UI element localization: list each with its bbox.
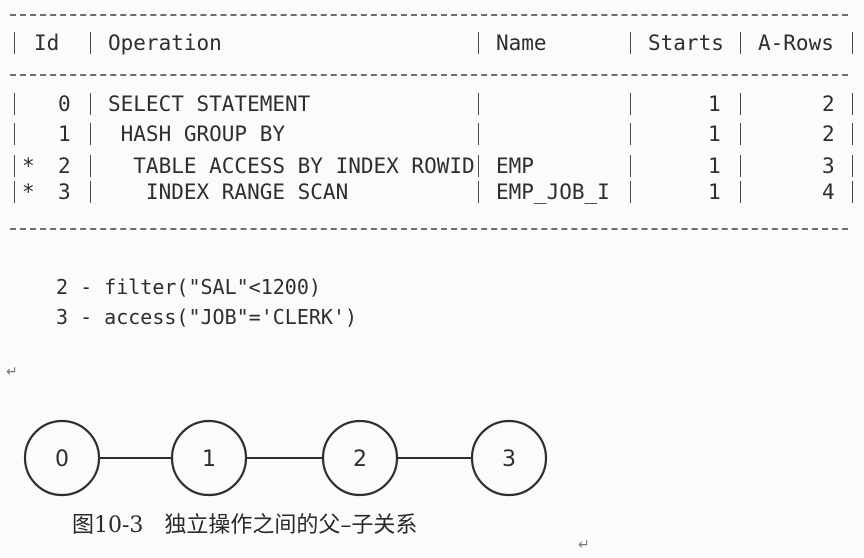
column-separator xyxy=(740,123,741,145)
column-separator xyxy=(740,155,741,177)
column-separator xyxy=(740,32,741,54)
column-separator xyxy=(852,155,853,177)
column-separator xyxy=(630,93,631,115)
header-starts: Starts xyxy=(648,31,724,55)
row-starts: 1 xyxy=(708,122,721,146)
column-separator xyxy=(14,181,15,203)
row-id: 2 xyxy=(58,154,71,178)
column-separator xyxy=(852,181,853,203)
row-operation: INDEX RANGE SCAN xyxy=(108,180,349,204)
row-arows: 2 xyxy=(822,122,835,146)
column-separator xyxy=(852,93,853,115)
figure-caption: 图10-3 独立操作之间的父–子关系 xyxy=(72,513,418,538)
node-0-label: 0 xyxy=(55,447,69,472)
column-separator xyxy=(90,93,91,115)
row-starts: 1 xyxy=(708,154,721,178)
table-row: 0 SELECT STATEMENT 1 2 xyxy=(0,91,864,117)
column-separator xyxy=(852,32,853,54)
column-separator xyxy=(630,32,631,54)
row-id: 1 xyxy=(58,122,71,146)
table-row: * 2 TABLE ACCESS BY INDEX ROWID EMP 1 3 xyxy=(0,153,864,179)
node-3-label: 3 xyxy=(502,447,516,472)
column-separator xyxy=(630,155,631,177)
column-separator xyxy=(90,181,91,203)
row-arows: 2 xyxy=(822,92,835,116)
column-separator xyxy=(478,32,479,54)
table-header-row: Id Operation Name Starts A-Rows xyxy=(0,30,864,56)
column-separator xyxy=(478,181,479,203)
column-separator xyxy=(478,93,479,115)
paragraph-mark: ↵ xyxy=(578,537,590,553)
row-name: EMP xyxy=(496,154,534,178)
predicate-line: 3 - access("JOB"='CLERK') xyxy=(56,305,358,329)
node-2 xyxy=(321,419,399,497)
column-separator xyxy=(90,32,91,54)
row-starts: 1 xyxy=(708,180,721,204)
row-operation: HASH GROUP BY xyxy=(108,122,286,146)
paragraph-mark: ↵ xyxy=(6,364,18,380)
table-row: * 3 INDEX RANGE SCAN EMP_JOB_I 1 4 xyxy=(0,179,864,205)
column-separator xyxy=(630,123,631,145)
table-top-rule xyxy=(10,14,848,16)
column-separator xyxy=(740,93,741,115)
column-separator xyxy=(740,181,741,203)
column-separator xyxy=(90,155,91,177)
row-starts: 1 xyxy=(708,92,721,116)
column-separator xyxy=(630,181,631,203)
header-arows: A-Rows xyxy=(758,31,834,55)
header-name: Name xyxy=(496,31,547,55)
column-separator xyxy=(14,123,15,145)
column-separator xyxy=(478,123,479,145)
column-separator xyxy=(14,155,15,177)
row-arows: 3 xyxy=(822,154,835,178)
node-2-label: 2 xyxy=(353,447,367,472)
row-name: EMP_JOB_I xyxy=(496,180,610,204)
node-1 xyxy=(170,419,248,497)
row-operation: SELECT STATEMENT xyxy=(108,92,311,116)
node-3 xyxy=(470,419,548,497)
column-separator xyxy=(478,155,479,177)
column-separator xyxy=(14,93,15,115)
predicate-line: 2 - filter("SAL"<1200) xyxy=(56,275,321,299)
row-arows: 4 xyxy=(822,180,835,204)
node-0 xyxy=(23,419,101,497)
node-1-label: 1 xyxy=(202,447,216,472)
row-marker: * xyxy=(22,154,35,178)
row-operation: TABLE ACCESS BY INDEX ROWID xyxy=(108,154,475,178)
table-row: 1 HASH GROUP BY 1 2 xyxy=(0,121,864,147)
row-id: 0 xyxy=(58,92,71,116)
parent-child-diagram: 0 1 2 3 xyxy=(23,419,548,497)
row-id: 3 xyxy=(58,180,71,204)
column-separator xyxy=(90,123,91,145)
row-marker: * xyxy=(22,180,35,204)
column-separator xyxy=(852,123,853,145)
table-header-rule xyxy=(10,74,848,76)
column-separator xyxy=(14,32,15,54)
header-id: Id xyxy=(34,31,60,55)
table-bottom-rule xyxy=(10,228,848,230)
header-operation: Operation xyxy=(108,31,222,55)
